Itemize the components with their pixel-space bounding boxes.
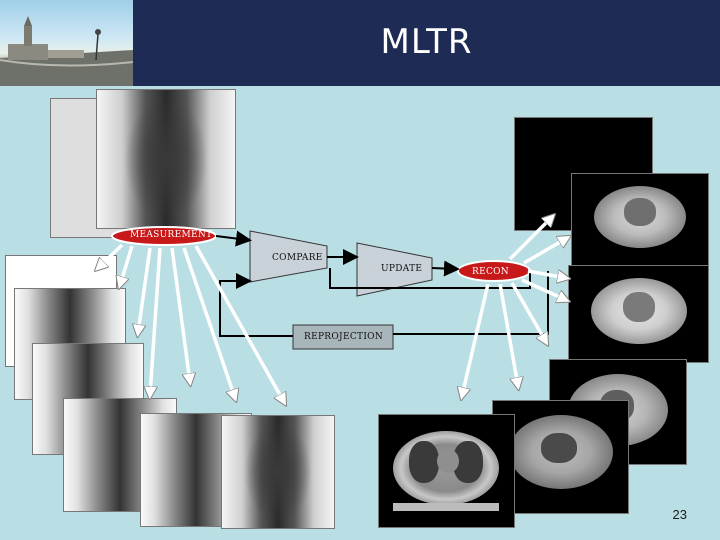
measurement-sinogram-image: [96, 89, 236, 229]
reprojection-frame-6: [221, 415, 335, 529]
reprojection-node: [292, 324, 394, 350]
building-illustration: [0, 16, 133, 86]
measurement-arrows: [98, 243, 284, 402]
recon-frame-2: [568, 265, 709, 363]
recon-frame-1: [571, 173, 709, 269]
university-building-photo: [0, 0, 133, 86]
update-label: UPDATE: [381, 264, 423, 274]
compare-node: [249, 230, 328, 283]
slide-header: MLTR: [0, 0, 720, 86]
compare-label: COMPARE: [272, 253, 323, 263]
recon-label: RECON: [472, 267, 509, 277]
recon-arrows: [462, 217, 567, 396]
measurement-label: MEASUREMENT: [130, 230, 213, 240]
slide-title: MLTR: [380, 22, 473, 62]
recon-frame-ct: [378, 414, 515, 528]
update-node: [356, 242, 433, 297]
slide-page-number: 23: [672, 507, 687, 522]
reprojection-label: REPROJECTION: [304, 332, 384, 342]
